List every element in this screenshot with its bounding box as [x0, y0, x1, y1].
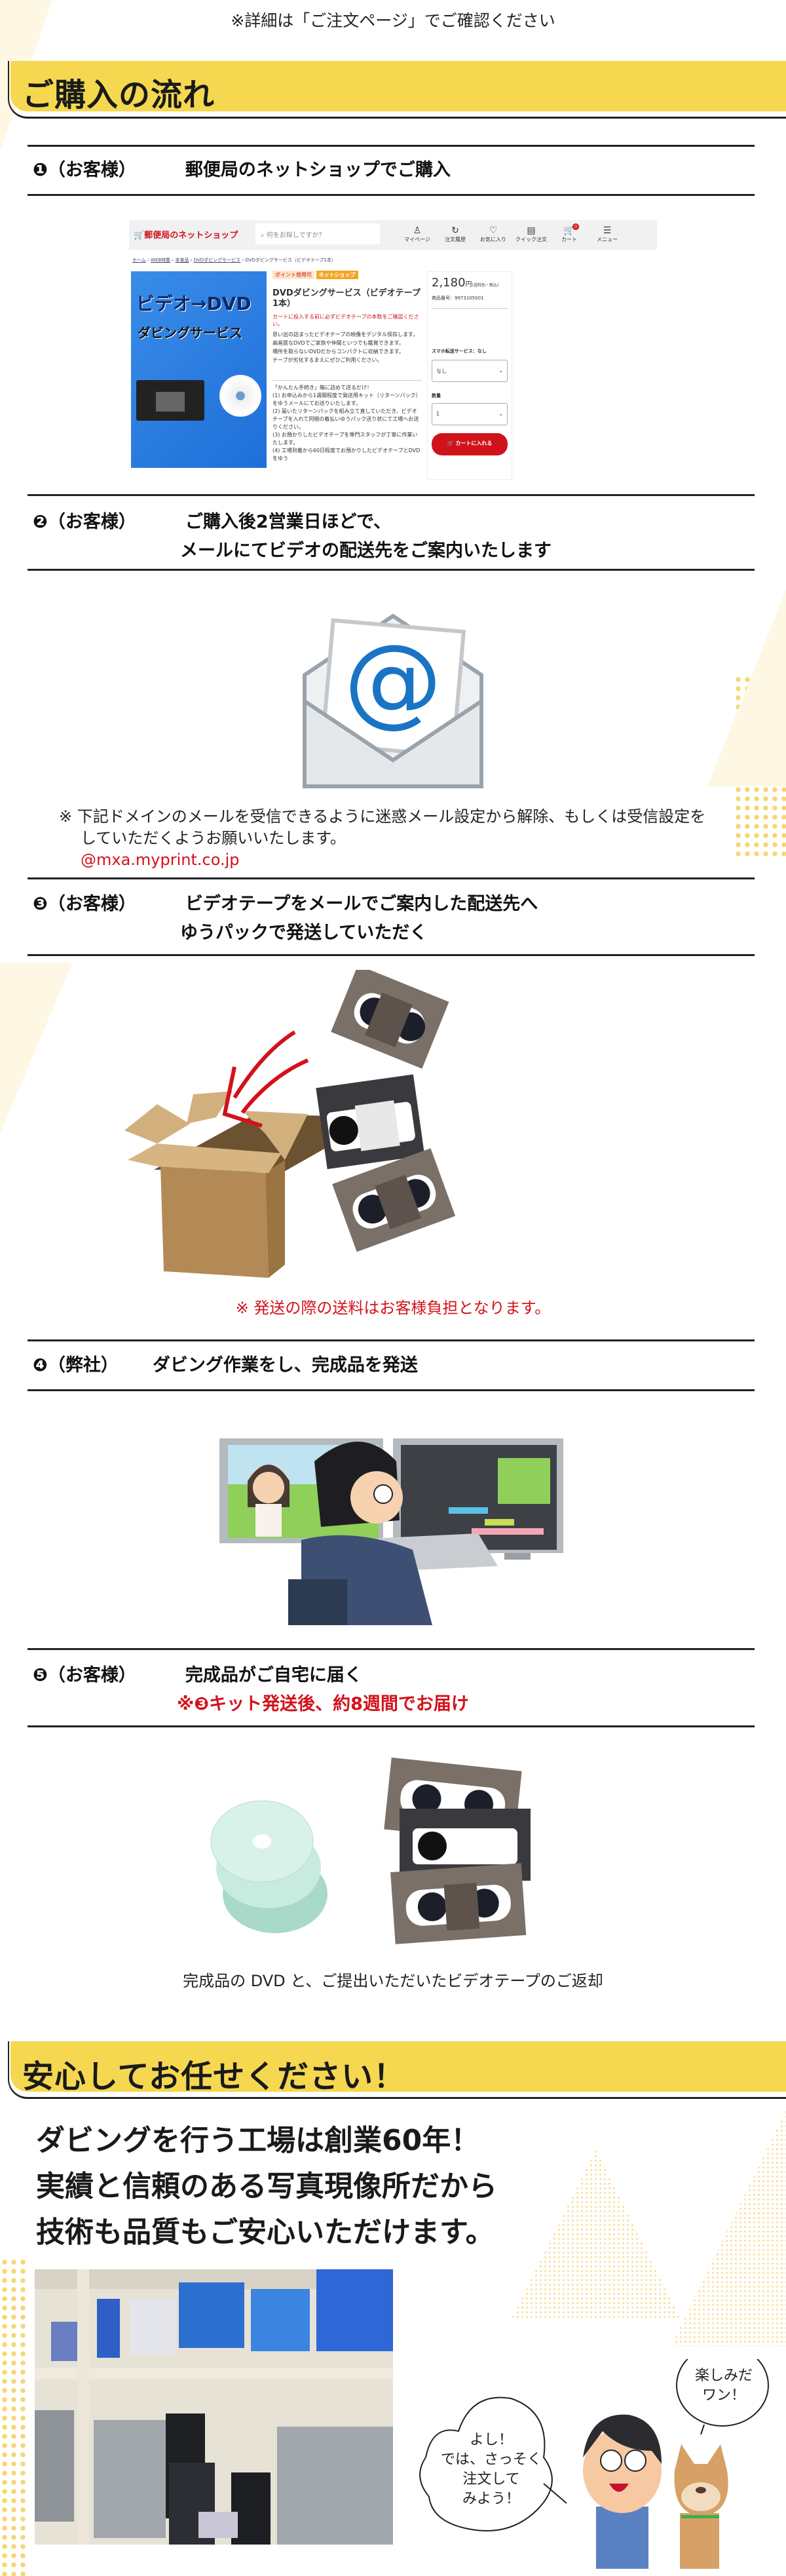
quantity-select[interactable]: 1⌄: [432, 403, 508, 425]
dvd-and-tapes-illustration: [210, 1758, 531, 1944]
nav-favorites[interactable]: ♡お気に入り: [476, 225, 511, 243]
section-header-purchase-flow: ご購入の流れ: [8, 61, 786, 119]
divider: [28, 877, 755, 879]
background-dots: [511, 2149, 681, 2320]
section-title: 安心してお任せください！: [22, 2058, 406, 2095]
purchase-panel: 2,180円(送料別・税込) 商品番号：9973105001 スマホ転送サービス…: [427, 271, 512, 480]
videotape-icon: [331, 970, 449, 1069]
mail-settings-note: ※ 下記ドメインのメールを受信できるように迷惑メール設定から解除、もしくは受信設…: [59, 806, 783, 871]
step-3: ❸（お客様）ビデオテープをメールでご案内した配送先へゆうパックで発送していただく: [33, 894, 538, 943]
divider: [28, 194, 755, 196]
option-label: スマホ転送サービス：なし: [432, 349, 487, 354]
option-select[interactable]: なし⌄: [432, 360, 508, 382]
netshop-screenshot: 🛒郵便局のネットショップ ⌕ 何をお探しですか？ ♙マイページ ↻注文履歴 ♡お…: [124, 208, 662, 484]
dog-character: [674, 2444, 728, 2569]
customer-and-dog-illustration: よし！では、さっそく注文してみよう！ 楽しみだワン！: [419, 2359, 769, 2569]
cart-logo-icon: 🛒: [134, 231, 145, 240]
history-icon: ↻: [451, 225, 459, 236]
speech-bubble: [676, 2359, 769, 2427]
factory-photo: [35, 2269, 393, 2545]
divider: [28, 954, 755, 956]
product-badges: ポイント使用可 ネットショップ: [272, 271, 358, 279]
dog-speech-text: 楽しみだワン！: [695, 2368, 753, 2404]
search-icon: ⌕: [261, 232, 267, 239]
nav-order-history[interactable]: ↻注文履歴: [438, 225, 473, 243]
section-header-reassurance: 安心してお任せください！: [8, 2041, 786, 2099]
mail-domain: @mxa.myprint.co.jp: [81, 851, 240, 869]
product-description: 思い出の詰まったビデオテープの映像をデジタル保存します。高画質なDVDでご家族や…: [272, 332, 419, 363]
shipping-cost-note: ※ 発送の際の送料はお客様負担となります。: [235, 1299, 551, 1317]
chevron-down-icon: ⌄: [498, 368, 503, 374]
background-shape: [0, 963, 72, 1134]
divider: [28, 1648, 755, 1650]
product-image[interactable]: ビデオ→DVD ダビングサービス: [131, 271, 267, 468]
cart-count-badge: 0: [572, 223, 579, 230]
email-envelope-illustration: @: [303, 613, 483, 788]
divider: [272, 380, 422, 381]
divider: [28, 494, 755, 496]
divider: [28, 1339, 755, 1341]
dubbing-work-illustration: [219, 1438, 563, 1625]
videotape-icon: [316, 1074, 425, 1170]
breadcrumb: ホーム › WEB特集 › 非食品 › DVDダビングサービス › DVDダビン…: [132, 258, 336, 263]
speech-bubble: [419, 2396, 553, 2531]
man-speech-text: よし！では、さっそく注文してみよう！: [441, 2432, 542, 2507]
product-warning: カートに投入する前に必ずビデオテープの本数をご確認ください。: [272, 314, 419, 327]
nav-quick-order[interactable]: ▤クイック注文: [514, 225, 549, 243]
section-title: ご購入の流れ: [22, 77, 215, 113]
divider: [28, 1725, 755, 1727]
delivery-time-note: ※❸キット発送後、約8週間でお届け: [177, 1694, 469, 1714]
product-number: 商品番号：9973105001: [432, 296, 484, 301]
user-icon: ♙: [413, 225, 422, 236]
step-1: ❶（お客様）郵便局のネットショップでご購入: [33, 160, 451, 180]
step-5: ❺（お客様）完成品がご自宅に届く※❸キット発送後、約8週間でお届け: [33, 1661, 469, 1719]
background-dots: [0, 2258, 26, 2576]
cart-icon: 🛒: [563, 225, 575, 236]
shop-logo[interactable]: 🛒郵便局のネットショップ: [134, 231, 238, 240]
man-character: [583, 2414, 662, 2569]
menu-icon: ☰: [603, 225, 612, 236]
shop-search-input[interactable]: ⌕ 何をお探しですか？: [255, 223, 380, 244]
return-caption: 完成品の DVD と、ご提出いただいたビデオテープのご返却: [183, 1972, 603, 1990]
videotape-icon: [332, 1148, 456, 1252]
background-dots: [671, 2110, 786, 2346]
divider: [28, 145, 755, 147]
factory-message: ダビングを行う工場は創業60年！実績と信頼のある写真現像所だから技術も品質もご安…: [36, 2124, 497, 2249]
quantity-label: 数量: [432, 393, 441, 398]
box-and-videotapes-illustration: [124, 970, 456, 1278]
dvd-disc-icon: [219, 375, 261, 417]
divider: [28, 569, 755, 571]
at-sign-icon: @: [344, 624, 442, 738]
heart-icon: ♡: [489, 225, 498, 236]
nav-menu[interactable]: ☰メニュー: [590, 225, 625, 243]
divider: [28, 1389, 755, 1391]
videotape-icon: [390, 1863, 527, 1944]
step-2: ❷（お客様）ご購入後2営業日ほどで、メールにてビデオの配送先をご案内いたします: [33, 512, 552, 561]
cart-icon: 🛒: [447, 440, 456, 446]
dvd-stack-icon: [210, 1800, 328, 1933]
vhs-tape-icon: [136, 380, 204, 421]
order-page-note: ※詳細は「ご注文ページ」でご確認ください: [231, 11, 555, 30]
product-title: DVDダビングサービス（ビデオテープ1本）: [272, 288, 421, 309]
add-to-cart-button[interactable]: 🛒 カートに入れる: [432, 433, 508, 455]
document-icon: ▤: [527, 225, 536, 236]
shop-header: [129, 220, 657, 250]
background-shape: [707, 590, 786, 786]
service-steps: 「かんたん手続き」箱に詰めて送るだけ！(1) お申込みから1週間程度で発送用キッ…: [272, 385, 421, 461]
step-4: ❹（弊社）ダビング作業をし、完成品を発送: [33, 1355, 418, 1375]
nav-mypage[interactable]: ♙マイページ: [400, 225, 435, 243]
price: 2,180円(送料別・税込): [432, 276, 499, 290]
chevron-down-icon: ⌄: [498, 411, 503, 417]
